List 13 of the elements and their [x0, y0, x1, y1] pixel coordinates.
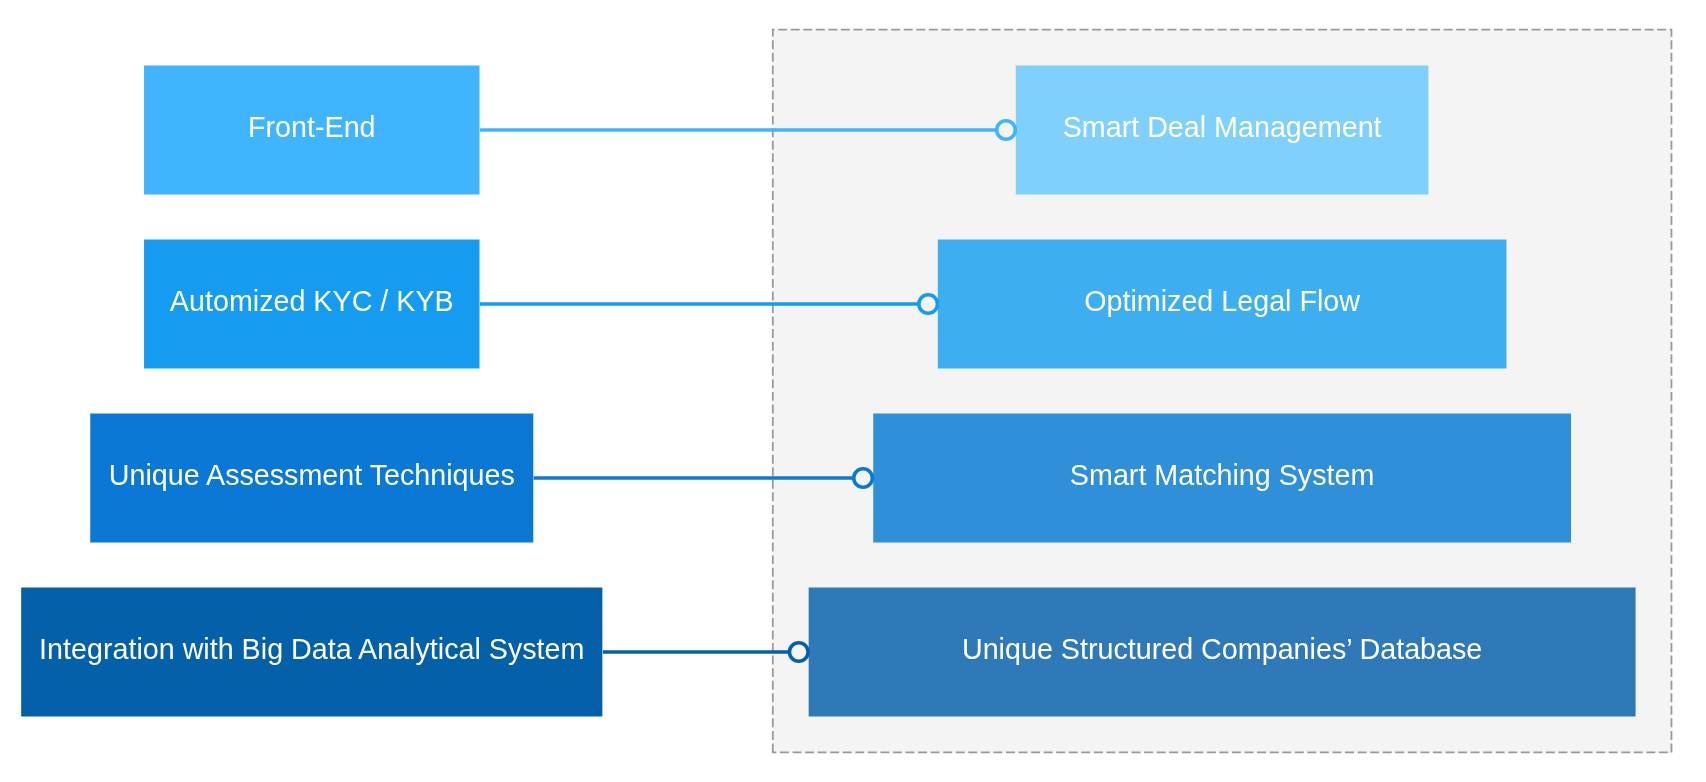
connector: [602, 640, 810, 664]
connector: [479, 118, 1017, 142]
connector: [479, 292, 939, 316]
node-box: Automized KYC / KYB: [143, 239, 479, 369]
node-box: Optimized Legal Flow: [937, 239, 1506, 369]
node-box: Smart Matching System: [872, 413, 1571, 543]
cluster: [771, 28, 1672, 754]
node-box: Front-End: [143, 65, 479, 195]
connector: [533, 466, 874, 490]
node-box: Integration with Big Data Analytical System: [20, 587, 602, 717]
node-box: Unique Assessment Techniques: [89, 413, 533, 543]
node-box: Unique Structured Companies’ Database: [808, 587, 1636, 717]
node-box: Smart Deal Management: [1015, 65, 1428, 195]
